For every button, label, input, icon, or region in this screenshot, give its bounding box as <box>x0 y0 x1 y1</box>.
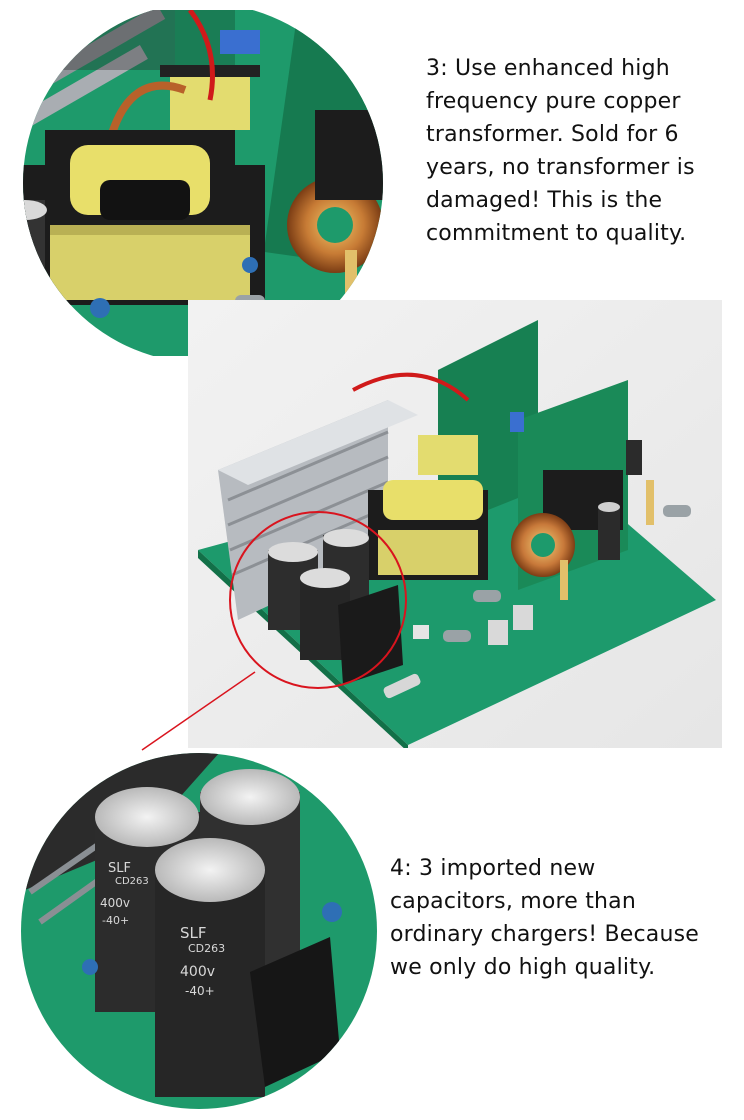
capacitor-temp-label: -40+ <box>102 914 129 927</box>
capacitor-voltage-label: 400v <box>100 896 130 910</box>
feature-4-line: we only do high quality. <box>390 955 656 980</box>
feature-3-caption: 3: Use enhanced high frequency pure copp… <box>426 52 695 250</box>
feature-4-line: ordinary chargers! Because <box>390 922 700 947</box>
capacitor-temp-label: -40+ <box>185 984 215 998</box>
feature-3-line: damaged! This is the <box>426 188 663 213</box>
capacitor-brand-label: SLF <box>180 924 207 942</box>
inverter-board-photo <box>188 300 722 748</box>
feature-3-line: transformer. Sold for 6 <box>426 122 679 147</box>
feature-3-line: 3: Use enhanced high <box>426 56 670 81</box>
capacitor-brand-label: SLF <box>108 861 131 876</box>
feature-3-line: frequency pure copper <box>426 89 681 114</box>
transformer-closeup-photo <box>10 10 396 356</box>
feature-3-line: years, no transformer is <box>426 155 695 180</box>
capacitor-voltage-label: 400v <box>180 964 215 980</box>
pointer-line <box>141 671 256 751</box>
feature-4-line: 4: 3 imported new <box>390 856 596 881</box>
feature-3-line: commitment to quality. <box>426 221 687 246</box>
capacitor-series-label: CD263 <box>188 942 225 955</box>
capacitor-series-label: CD263 <box>115 876 149 887</box>
feature-4-line: capacitors, more than <box>390 889 636 914</box>
feature-4-caption: 4: 3 imported new capacitors, more than … <box>390 852 699 984</box>
capacitor-closeup-photo: SLF CD263 400v -40+ SLF CD263 400v -40+ <box>20 752 378 1110</box>
